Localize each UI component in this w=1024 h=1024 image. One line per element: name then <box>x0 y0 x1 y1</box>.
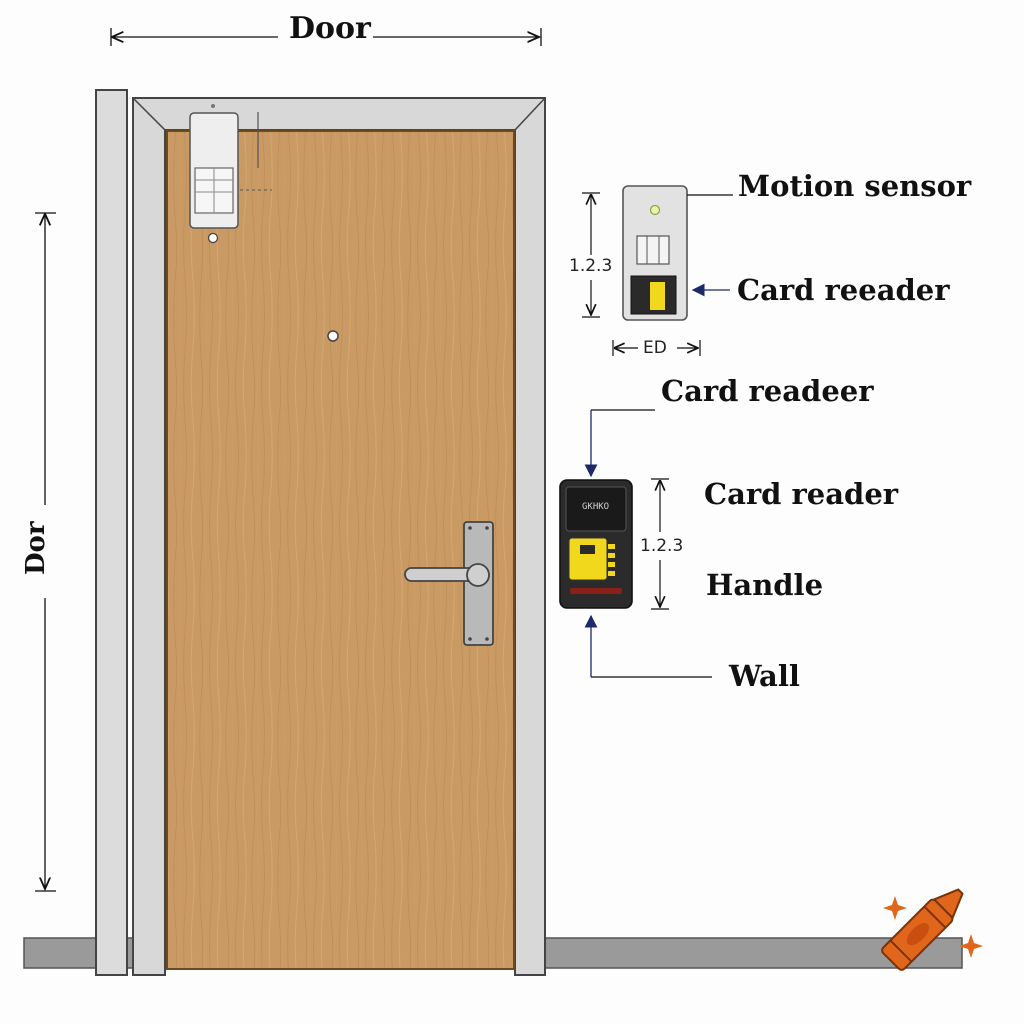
card-reader-top-label: Card reeader <box>737 273 950 307</box>
reader-screen-text: GKHKO <box>582 502 610 512</box>
door-frame <box>95 89 546 976</box>
top-dimension-label: Door <box>289 11 371 46</box>
card-reader-side-label: Card reader <box>704 477 899 511</box>
peephole <box>327 330 339 342</box>
crayon-icon <box>881 888 964 971</box>
left-dimension-line <box>35 212 56 892</box>
handle-label: Handle <box>706 568 824 602</box>
motion-sensor-label: Motion sensor <box>738 169 972 203</box>
top-device-height-dimension: 1.2.3 <box>569 256 613 276</box>
card-reader-icon <box>559 409 712 678</box>
top-device-width-dimension: ED <box>643 338 667 358</box>
door-leaf <box>166 130 515 970</box>
wall-label: Wall <box>729 659 800 693</box>
bottom-device-height-dimension: 1.2.3 <box>640 536 684 556</box>
top-dimension-line <box>110 28 542 46</box>
left-dimension-label: Dor <box>21 521 51 575</box>
motion-sensor-icon <box>189 104 272 244</box>
wall-device-top <box>582 185 733 356</box>
sparkle-icon <box>883 896 983 958</box>
door-handle <box>404 521 494 646</box>
card-reader-title-label: Card readeer <box>661 374 874 408</box>
